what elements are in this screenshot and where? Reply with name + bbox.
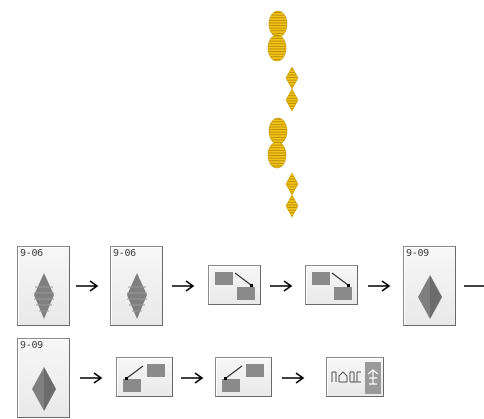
right-arrow-icon: [78, 370, 104, 386]
right-arrow-icon: [179, 370, 205, 386]
right-arrow-icon: [74, 278, 100, 294]
diamond-pattern-icon: [32, 367, 56, 411]
right-arrow-icon: [268, 278, 294, 294]
right-arrow-icon: [462, 278, 484, 294]
stitch-preview-graphic: [267, 10, 299, 218]
mirror-up-key-icon: [123, 364, 165, 392]
pattern-key-9-09-row2[interactable]: 9-09: [17, 338, 70, 418]
repeat-stitch-key[interactable]: [326, 357, 384, 397]
pattern-key-9-09[interactable]: 9-09: [403, 246, 456, 326]
pattern-key-9-06[interactable]: 9-06: [17, 246, 70, 326]
repeat-stitch-key-icon: [331, 362, 381, 394]
mirror-down-key-repeat[interactable]: [305, 265, 358, 305]
pattern-code: 9-06: [20, 248, 43, 259]
pattern-key-9-06-repeat[interactable]: 9-06: [110, 246, 163, 326]
pattern-code: 9-09: [20, 340, 43, 351]
elongated-diamond-pattern-icon: [34, 273, 54, 319]
right-arrow-icon: [366, 278, 392, 294]
mirror-down-key-icon: [215, 272, 255, 300]
mirror-down-key[interactable]: [208, 265, 261, 305]
pattern-code: 9-06: [113, 248, 136, 259]
mirror-up-key[interactable]: [116, 357, 173, 397]
mirror-down-key-icon: [312, 272, 352, 300]
mirror-up-key-icon: [222, 364, 264, 392]
pattern-code: 9-09: [406, 248, 429, 259]
right-arrow-icon: [170, 278, 196, 294]
elongated-diamond-pattern-icon: [127, 273, 147, 319]
mirror-up-key-repeat[interactable]: [215, 357, 272, 397]
diamond-pattern-icon: [418, 275, 442, 319]
right-arrow-icon: [280, 370, 306, 386]
stitch-preview: [250, 0, 320, 240]
